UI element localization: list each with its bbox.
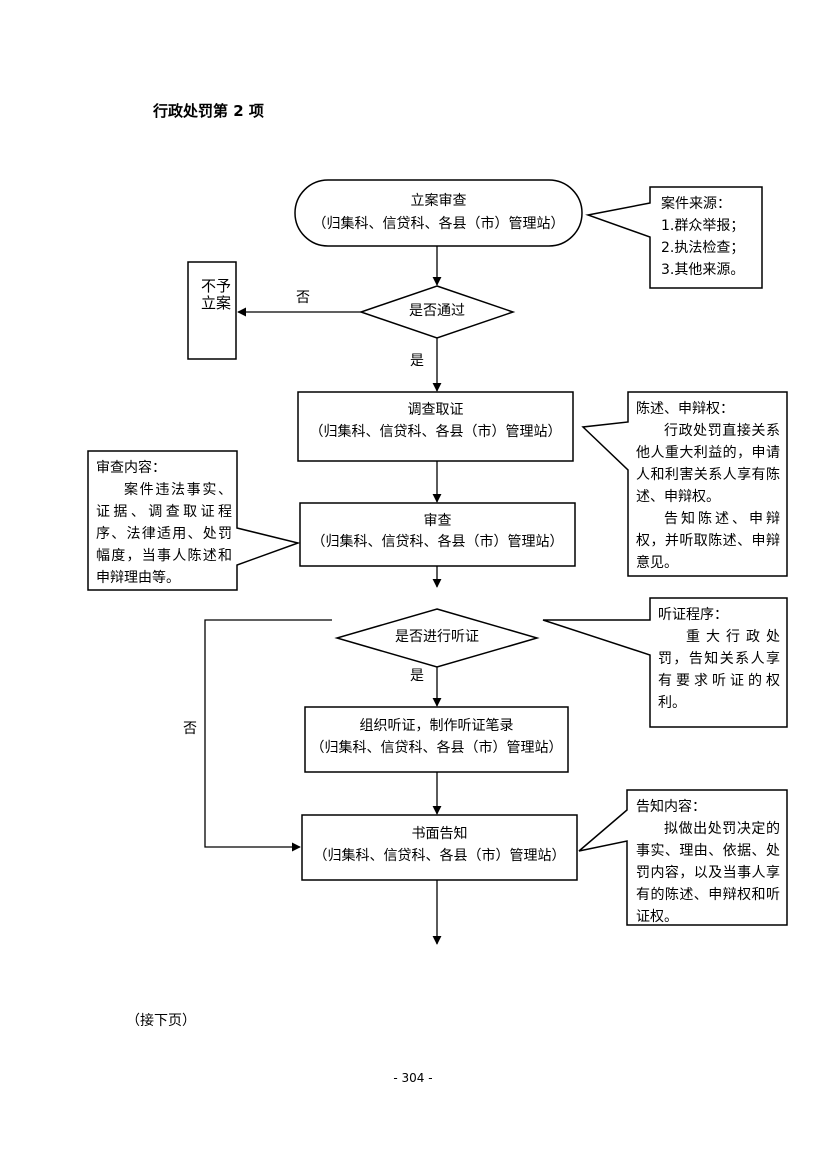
statement-right-callout-shape [581, 391, 788, 577]
hearing-node-title: 组织听证，制作听证笔录 [359, 718, 514, 734]
case-source-item: 2.执法检查； [661, 240, 745, 256]
hearing-procedure-title: 听证程序： [658, 607, 728, 623]
review-node-title: 审查 [423, 513, 452, 529]
notice-content-paragraph: 拟做出处罚决定的事实、理由、依据、处罚内容，以及当事人享有的陈述、申辩权和听证权… [636, 821, 780, 925]
statement-right-paragraph: 行政处罚直接关系他人重大利益的，申请人和利害关系人享有陈述、申辩权。 [636, 423, 780, 505]
register-terminator-shape [294, 179, 583, 247]
review-content-paragraph: 案件违法事实、证据、调查取证程序、法律适用、处罚幅度，当事人陈述和申辩理由等。 [96, 482, 232, 586]
notice-content-callout-shape [578, 789, 788, 926]
page-number: - 304 - [393, 1071, 433, 1085]
statement-right-title: 陈述、申辩权： [636, 401, 734, 417]
pass-yes-label: 是 [410, 353, 424, 369]
hearing-node-dept: （归集科、信贷科、各县（市）管理站） [310, 740, 563, 756]
statement-right-note: 陈述、申辩权： 行政处罚直接关系他人重大利益的，申请人和利害关系人享有陈述、申辩… [636, 398, 780, 574]
case-source-item: 3.其他来源。 [661, 262, 745, 278]
no-register-box-shape [187, 261, 237, 360]
page-title: 行政处罚第 2 项 [153, 102, 264, 120]
hearing-procedure-paragraph: 重大行政处罚，告知关系人享有要求听证的权利。 [658, 629, 780, 711]
continued-label: （接下页） [126, 1013, 196, 1029]
hearing-no-label: 否 [183, 721, 197, 737]
hearing-procedure-note: 听证程序： 重大行政处罚，告知关系人享有要求听证的权利。 [658, 604, 780, 714]
pass-decision-label: 是否通过 [409, 303, 465, 319]
notice-box-shape [301, 814, 578, 881]
hearing-procedure-callout-shape [542, 597, 788, 728]
notice-node-dept: （归集科、信贷科、各县（市）管理站） [313, 848, 566, 864]
notice-content-note: 告知内容： 拟做出处罚决定的事实、理由、依据、处罚内容，以及当事人享有的陈述、申… [636, 796, 780, 928]
case-source-item: 1.群众举报； [661, 218, 745, 234]
case-source-title: 案件来源： [661, 196, 731, 212]
investigate-node-dept: （归集科、信贷科、各县（市）管理站） [309, 424, 562, 440]
notice-node-title: 书面告知 [411, 826, 468, 842]
investigate-box-shape [297, 391, 574, 462]
review-content-note: 审查内容： 案件违法事实、证据、调查取证程序、法律适用、处罚幅度，当事人陈述和申… [96, 457, 232, 589]
review-content-title: 审查内容： [96, 460, 166, 476]
register-node-title: 立案审查 [410, 193, 467, 209]
review-content-callout-shape [87, 450, 301, 591]
no-register-label: 不予立案 [200, 277, 231, 312]
review-node-dept: （归集科、信贷科、各县（市）管理站） [311, 534, 564, 550]
register-node-dept: （归集科、信贷科、各县（市）管理站） [312, 216, 565, 232]
arrow-hearing-bypass-to-notice [204, 619, 332, 852]
investigate-node-title: 调查取证 [407, 402, 464, 418]
hearing-yes-label: 是 [410, 668, 424, 684]
notice-content-title: 告知内容： [636, 799, 706, 815]
pass-no-label: 否 [296, 290, 310, 306]
case-source-callout-shape [585, 186, 763, 289]
case-source-note: 案件来源： 1.群众举报； 2.执法检查； 3.其他来源。 [661, 193, 757, 281]
hearing-decision-label: 是否进行听证 [395, 629, 479, 645]
statement-right-paragraph: 告知陈述、申辩权，并听取陈述、申辩意见。 [636, 511, 780, 571]
